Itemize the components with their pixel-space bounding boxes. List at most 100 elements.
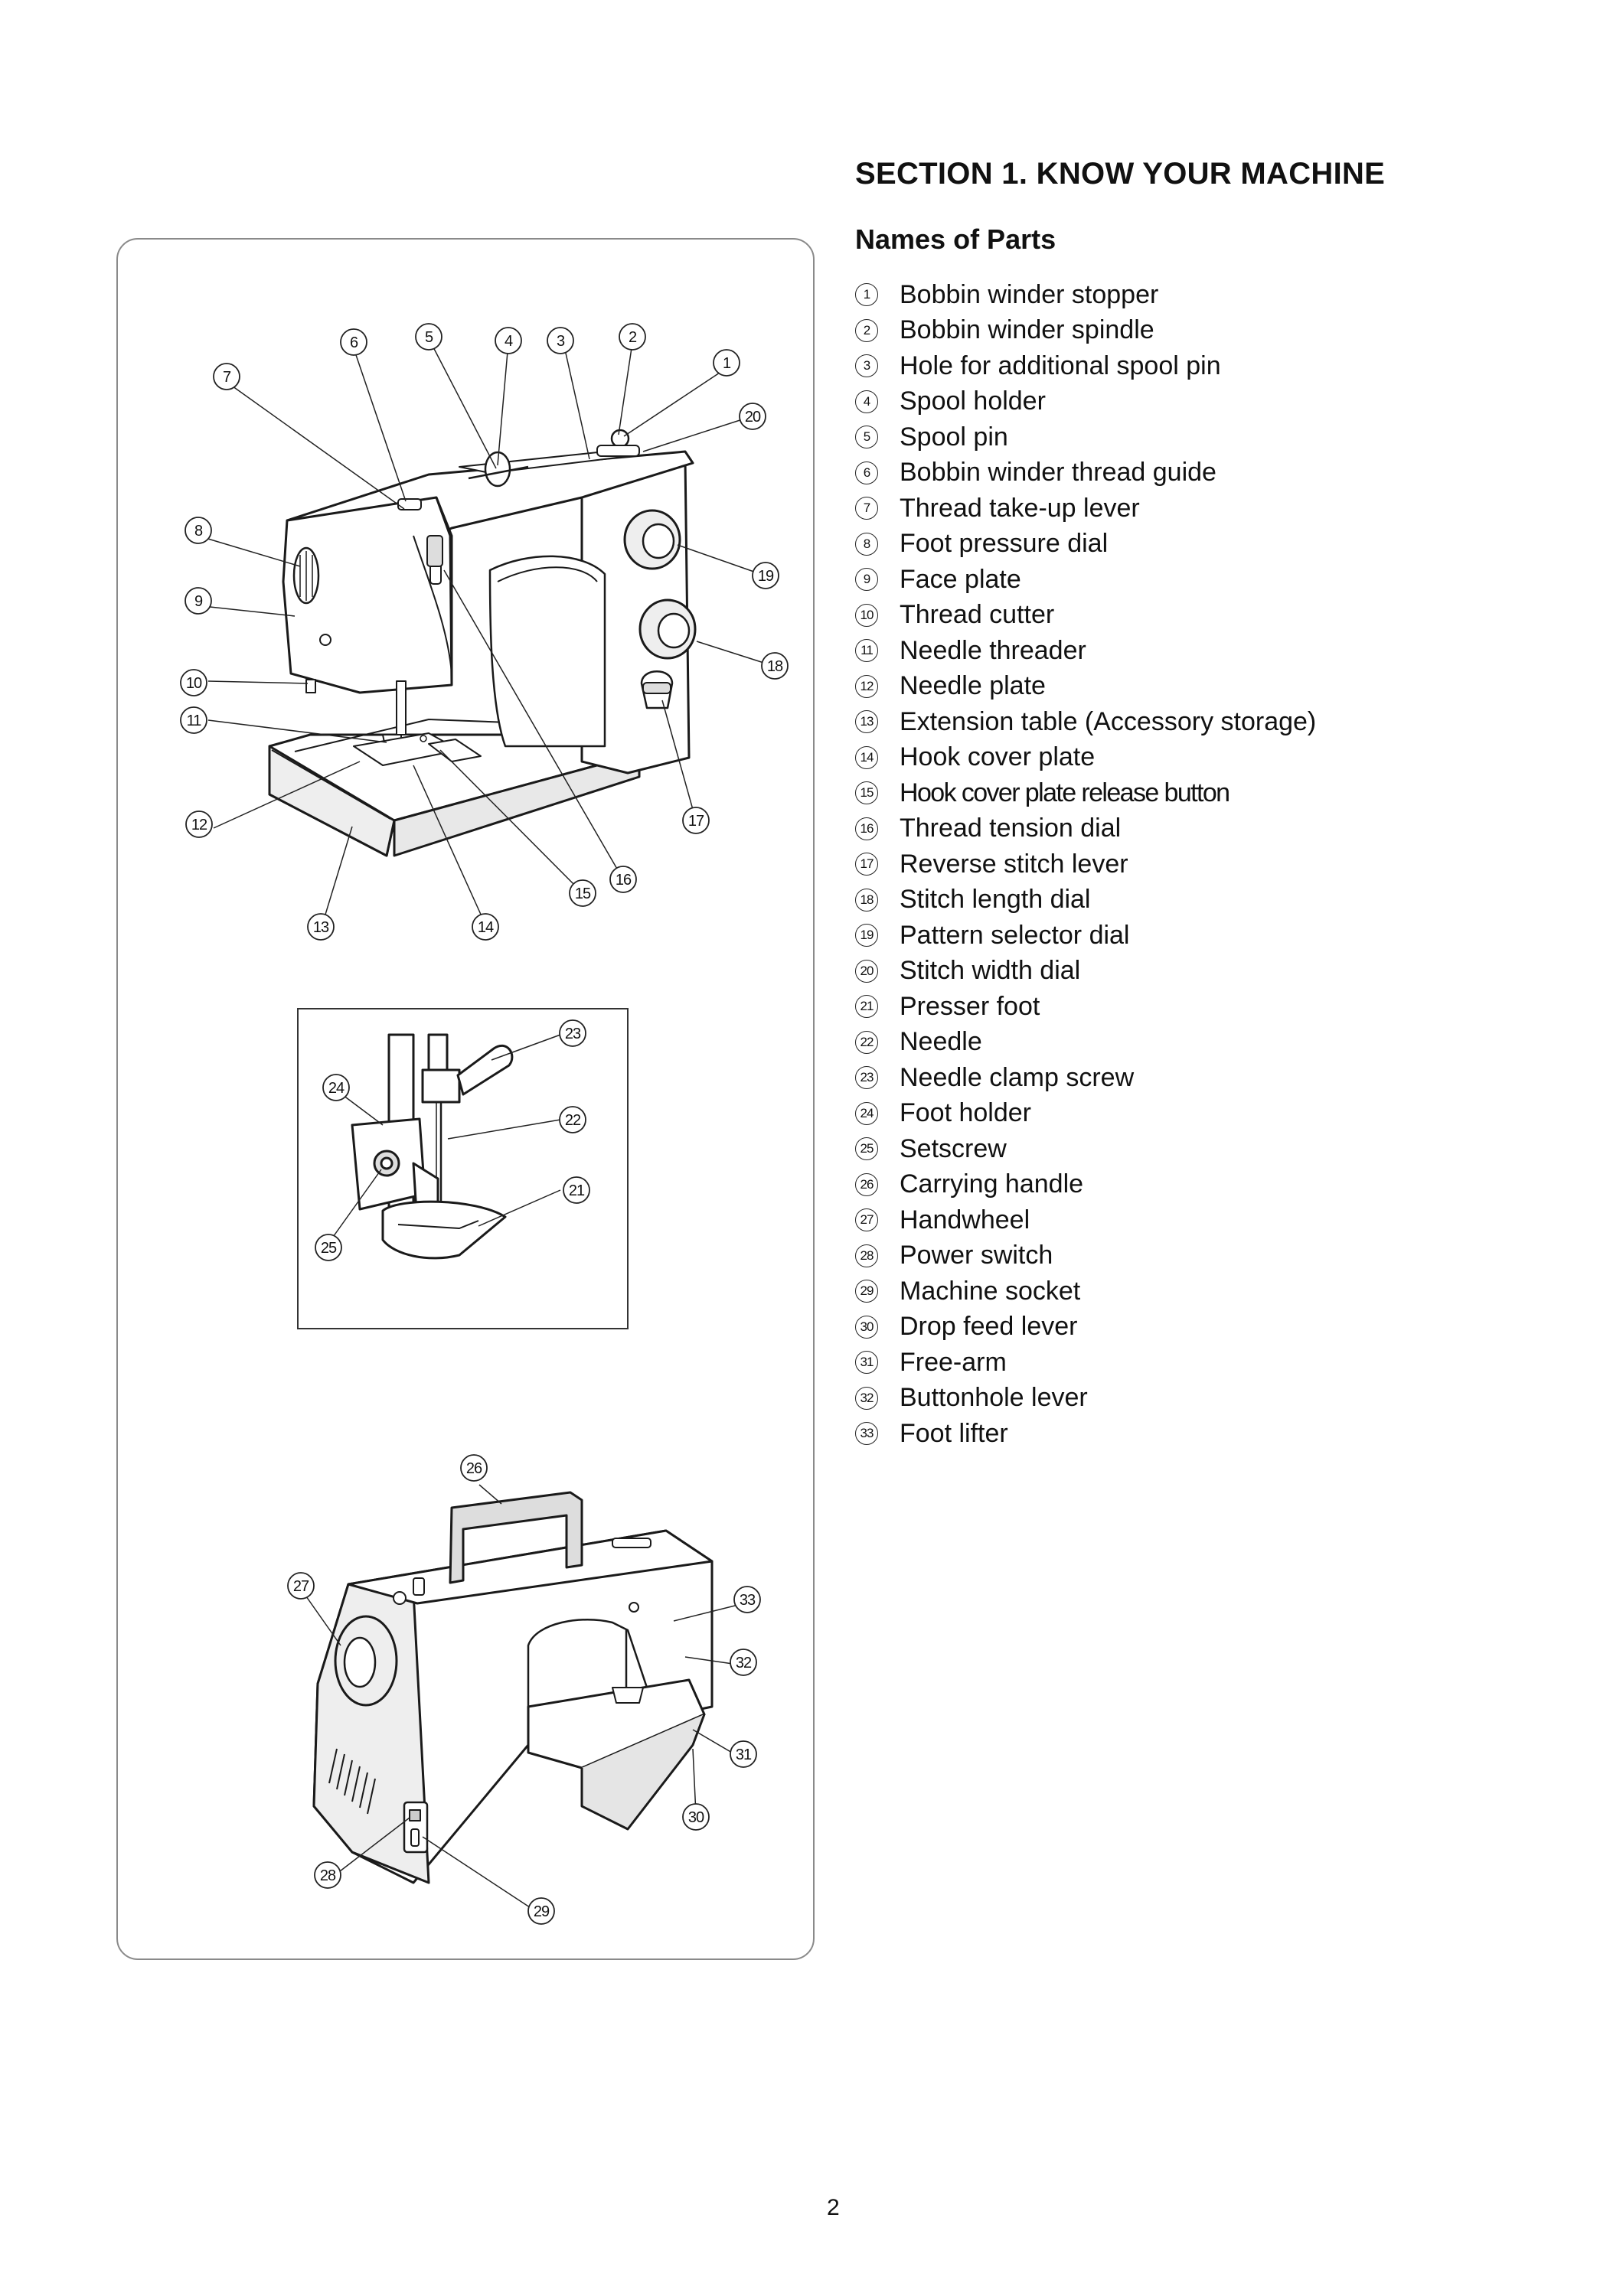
part-item: 21 Presser foot [855, 989, 1316, 1025]
callout-number-text: 33 [740, 1592, 756, 1609]
callout-number-text: 20 [745, 409, 761, 426]
callout-number-text: 5 [425, 329, 433, 346]
part-number-badge: 24 [855, 1101, 878, 1125]
callout-number-text: 7 [223, 369, 231, 386]
part-number-badge: 20 [855, 959, 878, 983]
part-label: Bobbin winder thread guide [900, 458, 1216, 488]
part-number-badge: 29 [855, 1280, 878, 1303]
part-label: Thread cutter [900, 600, 1055, 630]
part-label: Setscrew [900, 1133, 1007, 1163]
callout-circle [547, 327, 574, 354]
callout-number-text: 26 [466, 1460, 482, 1477]
callout-circle [185, 810, 213, 838]
part-number-badge: 25 [855, 1137, 878, 1161]
callout-number: 2 [619, 323, 646, 351]
part-number-badge: 12 [855, 674, 878, 698]
part-label: Machine socket [900, 1276, 1081, 1306]
callout-number: 31 [730, 1740, 757, 1768]
part-label: Spool pin [900, 422, 1008, 452]
callout-number: 30 [682, 1803, 710, 1831]
callout-circle [752, 562, 779, 589]
callout-number-text: 18 [767, 658, 783, 675]
part-label: Face plate [900, 564, 1021, 594]
callout-circle [563, 1176, 590, 1204]
callout-circle [185, 517, 212, 544]
part-number-badge: 23 [855, 1066, 878, 1090]
callout-circle [559, 1019, 586, 1047]
part-label: Bobbin winder spindle [900, 315, 1154, 345]
callout-circle [730, 1649, 757, 1676]
part-number-badge: 15 [855, 781, 878, 805]
callout-number: 11 [180, 706, 207, 734]
part-number-badge: 10 [855, 603, 878, 627]
callout-circle [180, 669, 207, 696]
sewing-machine-front-illustration [268, 429, 697, 857]
callout-number-text: 15 [575, 885, 591, 902]
part-number-badge: 8 [855, 532, 878, 556]
callout-number: 32 [730, 1649, 757, 1676]
part-number-badge: 6 [855, 461, 878, 484]
callout-circle [315, 1234, 342, 1261]
callout-number-text: 28 [320, 1867, 336, 1884]
callout-number: 14 [472, 913, 499, 941]
part-label: Hook cover plate release button [900, 778, 1230, 807]
callout-number: 19 [752, 562, 779, 589]
part-label: Hook cover plate [900, 742, 1096, 772]
callout-number: 8 [185, 517, 212, 544]
callout-number-text: 17 [688, 813, 704, 830]
part-number-badge: 11 [855, 639, 878, 663]
part-item: 23 Needle clamp screw [855, 1060, 1316, 1096]
part-label: Thread take-up lever [900, 493, 1140, 523]
part-number-badge: 32 [855, 1386, 878, 1410]
part-label: Foot lifter [900, 1418, 1008, 1448]
callout-number: 5 [415, 323, 442, 351]
callout-number: 27 [287, 1572, 315, 1600]
callout-number-text: 11 [187, 713, 202, 729]
part-label: Needle plate [900, 671, 1046, 701]
part-label: Needle clamp screw [900, 1062, 1135, 1092]
part-label: Carrying handle [900, 1169, 1084, 1199]
part-label: Bobbin winder stopper [900, 279, 1159, 309]
callout-number: 7 [213, 363, 240, 390]
part-item: 11 Needle threader [855, 633, 1316, 669]
callout-number: 20 [739, 403, 766, 430]
callout-circle [495, 327, 522, 354]
part-label: Presser foot [900, 991, 1040, 1021]
callout-number-text: 19 [758, 568, 774, 585]
part-label: Needle threader [900, 635, 1086, 665]
callout-number: 3 [547, 327, 574, 354]
callout-number: 21 [563, 1176, 590, 1204]
callout-number: 29 [527, 1897, 555, 1925]
part-number-badge: 21 [855, 995, 878, 1019]
callout-number-text: 21 [569, 1182, 585, 1199]
part-number-badge: 9 [855, 568, 878, 592]
part-number-badge: 22 [855, 1030, 878, 1054]
callout-circle [472, 913, 499, 941]
callout-circle [415, 323, 442, 351]
part-label: Extension table (Accessory storage) [900, 706, 1317, 736]
callout-circle [307, 913, 335, 941]
part-number-badge: 28 [855, 1244, 878, 1267]
part-number-badge: 33 [855, 1422, 878, 1446]
callout-number-text: 9 [194, 593, 203, 610]
part-label: Drop feed lever [900, 1312, 1078, 1342]
callout-number: 13 [307, 913, 335, 941]
callout-number-text: 1 [723, 355, 731, 372]
callout-circle [569, 879, 596, 907]
callout-number-text: 22 [565, 1112, 581, 1129]
part-number-badge: 27 [855, 1208, 878, 1232]
